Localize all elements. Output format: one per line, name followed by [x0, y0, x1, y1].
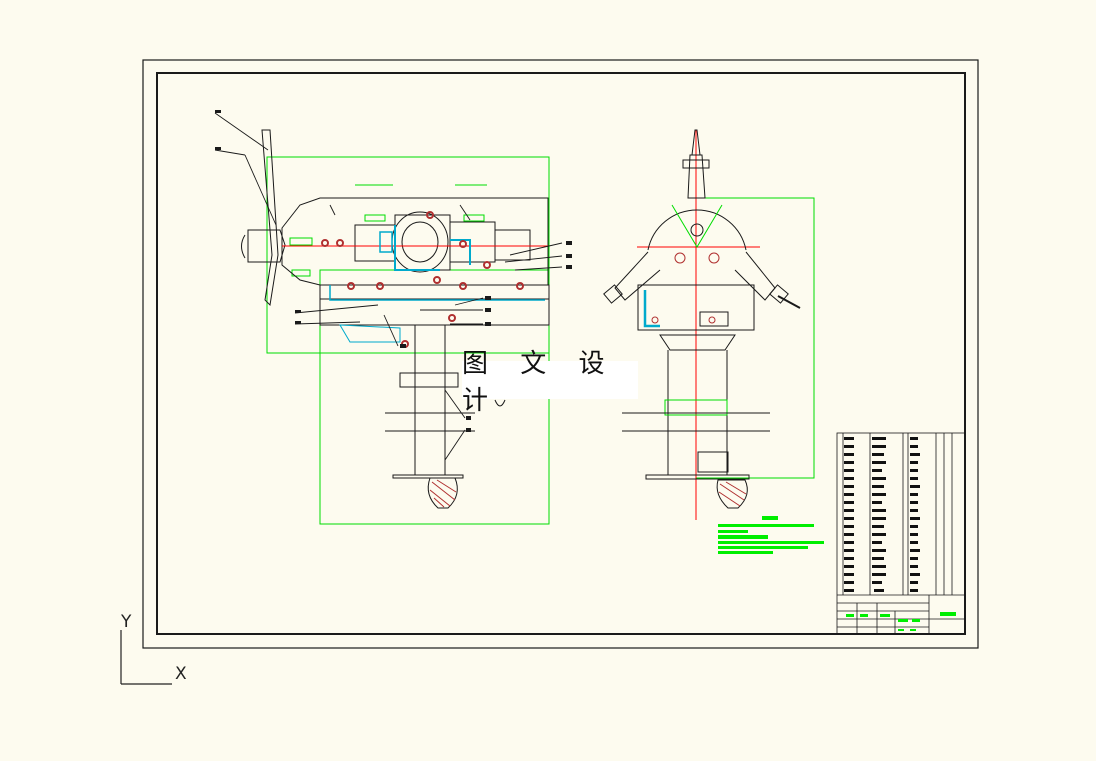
- ucs-axis-icon: [120, 630, 172, 685]
- technical-notes: [718, 516, 824, 554]
- parts-list-rows: [844, 437, 920, 592]
- ucs-y-label: Y: [121, 612, 132, 632]
- side-section-view: [214, 110, 572, 525]
- watermark-label: 图 文 设 计: [462, 349, 638, 416]
- sheet-inner-border: [156, 72, 966, 635]
- ucs-x-label: X: [175, 664, 187, 684]
- front-view: [603, 129, 815, 520]
- title-block-fields: [846, 612, 956, 631]
- sheet-outer-border: [142, 59, 979, 649]
- parts-list-table: [836, 432, 966, 635]
